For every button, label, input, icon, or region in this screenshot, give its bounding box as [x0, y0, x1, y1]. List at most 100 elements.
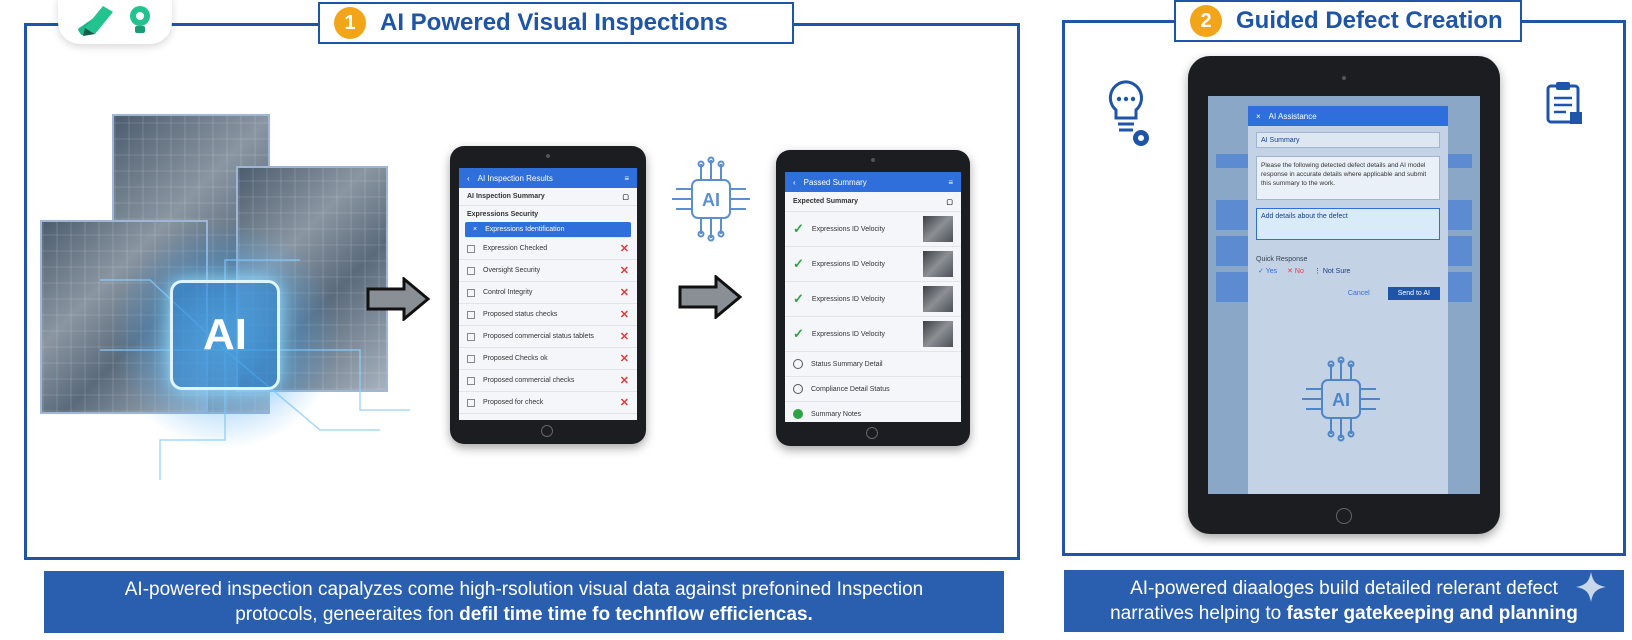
inspection-photo-collage: AI [40, 110, 420, 490]
pending-item[interactable]: Summary Notes [785, 402, 961, 422]
app-header-title: Passed Summary [803, 177, 867, 187]
list-item-label: Proposed commercial status tablets [483, 333, 594, 340]
panel1-caption: AI-powered inspection capalyzes come hig… [44, 571, 1004, 633]
passed-item-label: Expressions ID Velocity [811, 295, 886, 303]
selected-item-label: Expressions Identification [485, 226, 565, 233]
pending-item[interactable]: Compliance Detail Status [785, 377, 961, 402]
summary-label: AI Inspection Summary [467, 193, 545, 200]
list-item[interactable]: Oversight Security✕ [459, 260, 637, 282]
passed-item[interactable]: ✓ Expressions ID Velocity [785, 282, 961, 317]
list-item[interactable]: Control Integrity✕ [459, 282, 637, 304]
sparkle-icon [1576, 572, 1606, 602]
selected-inspection-item[interactable]: × Expressions Identification [465, 222, 631, 238]
check-icon: ✓ [793, 291, 804, 306]
summary-row: Expected Summary ▢ [785, 192, 961, 212]
fail-x-icon: ✕ [619, 309, 629, 321]
check-icon: ✓ [793, 221, 804, 236]
home-button[interactable] [866, 427, 878, 439]
menu-icon[interactable]: ≡ [948, 177, 953, 187]
ai-processor-icon: AI [1302, 356, 1380, 442]
caption-plain: protocols, geneeraites fon [235, 604, 460, 625]
checkbox[interactable] [467, 332, 475, 341]
passed-item[interactable]: ✓Expressions ID Velocity [785, 317, 961, 352]
clipboard-icon[interactable]: ▢ [622, 193, 629, 201]
step-2-badge: 2 [1190, 5, 1222, 37]
dialog-header: × AI Assistance [1248, 106, 1448, 126]
checkbox[interactable] [467, 266, 475, 275]
yes-option[interactable]: ✓ Yes [1258, 268, 1278, 275]
pencil-ruler-icon [77, 6, 113, 36]
defect-details-input[interactable]: Add details about the defect [1256, 208, 1440, 240]
step-1-badge: 1 [334, 7, 366, 39]
inspection-thumbnail[interactable] [923, 321, 953, 347]
close-icon[interactable]: × [1256, 111, 1261, 121]
inspection-thumbnail[interactable] [923, 286, 953, 312]
home-button[interactable] [1336, 508, 1352, 524]
description-text: Please the following detected defect det… [1256, 156, 1440, 200]
fail-x-icon: ✕ [619, 243, 629, 255]
list-item-label: Proposed Checks ok [483, 355, 548, 362]
list-item[interactable]: Proposed commercial checks ✕ [459, 370, 637, 392]
pending-item[interactable]: Status Summary Detail [785, 352, 961, 377]
tablet-passed-results: ‹ Passed Summary ≡ Expected Summary ▢ ✓ E… [776, 150, 970, 446]
fail-x-icon: ✕ [619, 375, 629, 387]
app-header-title: AI Inspection Results [477, 173, 553, 183]
app-logo-badge [58, 0, 172, 44]
list-item-label: Proposed status checks [483, 311, 558, 318]
panel1-title-box: 1 AI Powered Visual Inspections [318, 2, 794, 44]
list-item[interactable]: Expression Checked ✕ [459, 238, 637, 260]
passed-item[interactable]: ✓Expressions ID Velocity [785, 212, 961, 247]
not-sure-option[interactable]: ⋮ Not Sure [1313, 268, 1351, 275]
caption-plain: narratives helping to [1110, 603, 1287, 624]
checkbox[interactable] [467, 398, 475, 407]
list-item-label: Control Integrity [483, 289, 533, 296]
inspection-thumbnail[interactable] [923, 251, 953, 277]
checkbox[interactable] [467, 288, 475, 297]
clipboard-icon[interactable]: ▢ [946, 198, 953, 206]
list-item[interactable]: Proposed Checks ok ✕ [459, 348, 637, 370]
tablet-screen: ‹ AI Inspection Results ≡ AI Inspection … [459, 168, 637, 420]
app-header: ‹ Passed Summary ≡ [785, 172, 961, 192]
ai-dialog: × AI Assistance AI Summary Please the fo… [1248, 106, 1448, 494]
ai-processor-icon: AI [672, 156, 750, 242]
fail-x-icon: ✕ [619, 353, 629, 365]
home-button[interactable] [541, 425, 553, 437]
done-dot-icon [793, 409, 803, 419]
ai-processor-label: AI [702, 190, 720, 210]
pending-item-label: Compliance Detail Status [811, 385, 890, 393]
tablet-screen: × AI Assistance AI Summary Please the fo… [1208, 96, 1480, 494]
inspection-thumbnail[interactable] [923, 216, 953, 242]
send-to-ai-button[interactable]: Send to AI [1387, 287, 1440, 300]
fail-x-icon: ✕ [619, 265, 629, 277]
fail-x-icon: ✕ [619, 331, 629, 343]
clipboard-list-icon [1546, 82, 1582, 124]
list-item-label: Expression Checked [483, 245, 548, 252]
dialog-actions: Cancel Send to AI [1256, 287, 1440, 300]
checkbox[interactable] [467, 244, 475, 253]
summary-row: AI Inspection Summary ▢ [459, 188, 637, 206]
checkbox[interactable] [467, 354, 475, 363]
arrow-right-icon [366, 277, 430, 321]
cancel-button[interactable]: Cancel [1347, 290, 1370, 297]
no-option[interactable]: ✕ No [1287, 268, 1304, 275]
back-icon[interactable]: ‹ [793, 177, 796, 187]
checkbox[interactable] [467, 310, 475, 319]
back-icon[interactable]: ‹ [467, 173, 470, 183]
passed-item[interactable]: ✓Expressions ID Velocity [785, 247, 961, 282]
close-icon[interactable]: × [473, 226, 478, 233]
list-item[interactable]: Proposed commercial status tablets ✕ [459, 326, 637, 348]
list-item[interactable]: Proposed status checks ✕ [459, 304, 637, 326]
summary-field[interactable]: AI Summary [1256, 132, 1440, 148]
section-heading: Expressions Security [467, 210, 539, 218]
caption-line-1: AI-powered diaaloges build detailed rele… [1130, 578, 1558, 599]
dialog-title: AI Assistance [1268, 111, 1317, 121]
caption-bold: faster gatekeeping and planning [1286, 603, 1578, 624]
lightbulb-gear-icon [1108, 80, 1149, 146]
panel2-title: Guided Defect Creation [1236, 7, 1503, 34]
menu-icon[interactable]: ≡ [624, 173, 629, 183]
checkbox[interactable] [467, 376, 475, 385]
panel1-title: AI Powered Visual Inspections [380, 9, 728, 36]
summary-label: Expected Summary [793, 198, 858, 205]
list-item[interactable]: Proposed for check✕ [459, 392, 637, 414]
list-item-label: Proposed commercial checks [483, 377, 575, 384]
